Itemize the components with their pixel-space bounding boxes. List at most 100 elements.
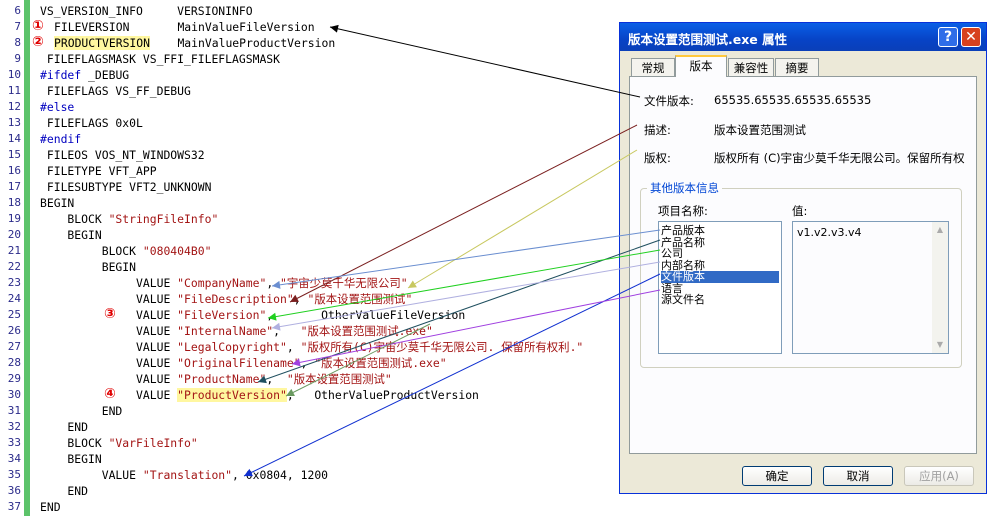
code-token: END	[40, 404, 123, 418]
code-token: #ifdef	[40, 68, 82, 82]
list-item[interactable]: 公司	[661, 247, 683, 260]
code-line[interactable]: END	[40, 419, 88, 435]
code-token: FILEFLAGS 0x0L	[40, 116, 143, 130]
code-token: ,	[300, 356, 315, 370]
code-line[interactable]: FILETYPE VFT_APP	[40, 163, 157, 179]
code-token: "宇宙少莫千华无限公司"	[280, 276, 408, 290]
code-line[interactable]: VALUE "OriginalFilename", "版本设置范围测试.exe"	[40, 355, 447, 371]
code-token: VALUE	[40, 372, 178, 386]
dialog-titlebar[interactable]: 版本设置范围测试.exe 属性 ? ✕	[620, 23, 986, 51]
line-number: 19	[7, 212, 21, 225]
line-number: 7	[14, 20, 21, 33]
list-item[interactable]: 源文件名	[661, 293, 705, 306]
close-button[interactable]: ✕	[961, 27, 981, 47]
code-token: BLOCK	[40, 436, 109, 450]
code-line[interactable]: END	[40, 403, 123, 419]
code-line[interactable]: BEGIN	[40, 195, 74, 211]
code-line[interactable]: FILEOS VOS_NT_WINDOWS32	[40, 147, 205, 163]
code-line[interactable]: BLOCK "VarFileInfo"	[40, 435, 197, 451]
change-marker-bar	[24, 0, 30, 516]
code-token: VALUE	[40, 468, 143, 482]
code-line[interactable]: VALUE "LegalCopyright", "版权所有(C)宇宙少莫千华无限…	[40, 339, 583, 355]
scroll-up-icon[interactable]: ▲	[936, 225, 944, 234]
line-number: 26	[7, 324, 21, 337]
code-token: BLOCK	[40, 244, 143, 258]
tab-summary[interactable]: 摘要	[775, 58, 819, 76]
code-line[interactable]: FILEVERSION MainValueFileVersion	[54, 19, 315, 35]
code-token: VALUE	[40, 324, 178, 338]
code-token: "ProductName"	[177, 372, 267, 386]
code-line[interactable]: #endif	[40, 131, 81, 147]
ok-button[interactable]: 确定	[742, 466, 812, 486]
code-line[interactable]: VALUE "FileDescription", "版本设置范围测试"	[40, 291, 412, 307]
help-button[interactable]: ?	[938, 27, 958, 47]
code-line[interactable]: BEGIN	[40, 451, 102, 467]
code-line[interactable]: FILEFLAGS VS_FF_DEBUG	[40, 83, 191, 99]
code-line[interactable]: VALUE "CompanyName", "宇宙少莫千华无限公司"	[40, 275, 408, 291]
scroll-down-icon[interactable]: ▼	[936, 340, 944, 349]
code-token: VALUE	[40, 276, 178, 290]
code-line[interactable]: VALUE "Translation", 0x0804, 1200	[40, 467, 328, 483]
line-number: 11	[7, 84, 21, 97]
cancel-button[interactable]: 取消	[823, 466, 893, 486]
code-token: BEGIN	[40, 452, 102, 466]
list-item[interactable]: 内部名称	[661, 258, 705, 272]
list-item[interactable]: 产品名称	[661, 235, 705, 249]
marker-2: ②	[32, 34, 44, 50]
code-line[interactable]: FILESUBTYPE VFT2_UNKNOWN	[40, 179, 212, 195]
apply-button[interactable]: 应用(A)	[904, 466, 974, 486]
line-number: 20	[7, 228, 21, 241]
dialog-title: 版本设置范围测试.exe 属性	[628, 32, 788, 47]
tab-version[interactable]: 版本	[675, 55, 727, 77]
code-line[interactable]: BLOCK "080404B0"	[40, 243, 212, 259]
code-token: , OtherValueProductVersion	[286, 388, 479, 402]
line-number: 27	[7, 340, 21, 353]
description-value: 版本设置范围测试	[714, 123, 806, 137]
line-number: 37	[7, 500, 21, 513]
code-token: VALUE	[40, 292, 178, 306]
tab-general[interactable]: 常规	[631, 58, 675, 76]
tab-compatibility[interactable]: 兼容性	[728, 58, 774, 76]
code-token: "InternalName"	[177, 324, 274, 338]
code-token: FILEVERSION MainValueFileVersion	[54, 20, 315, 34]
code-line[interactable]: BEGIN	[40, 227, 101, 243]
code-line[interactable]: #else	[40, 99, 74, 115]
code-token: "ProductVersion"	[177, 388, 287, 402]
code-token: VS_VERSION_INFO VERSIONINFO	[40, 4, 253, 18]
code-token: VALUE	[40, 356, 178, 370]
value-box[interactable]: v1.v2.v3.v4 ▲ ▼	[792, 221, 949, 354]
copyright-value: 版权所有 (C)宇宙少莫千华无限公司。保留所有权	[714, 151, 965, 165]
code-line[interactable]: VALUE "InternalName", "版本设置范围测试.exe"	[40, 323, 433, 339]
line-number: 22	[7, 260, 21, 273]
list-item[interactable]: 产品版本	[661, 224, 705, 237]
code-line[interactable]: FILEFLAGS 0x0L	[40, 115, 143, 131]
code-line[interactable]: BEGIN	[40, 259, 136, 275]
code-line[interactable]: PRODUCTVERSION MainValueProductVersion	[54, 35, 335, 51]
code-line[interactable]: #ifdef _DEBUG	[40, 67, 129, 83]
code-line[interactable]: FILEFLAGSMASK VS_FFI_FILEFLAGSMASK	[40, 51, 280, 67]
code-line[interactable]: BLOCK "StringFileInfo"	[40, 211, 218, 227]
code-token: "版本设置范围测试"	[307, 292, 413, 306]
line-number: 33	[7, 436, 21, 449]
item-name-list[interactable]: 产品版本产品名称公司内部名称文件版本语言源文件名	[658, 221, 782, 354]
code-token: _DEBUG	[81, 68, 130, 82]
code-token: FILEFLAGSMASK VS_FFI_FILEFLAGSMASK	[40, 52, 281, 66]
code-token: END	[40, 420, 89, 434]
code-line[interactable]: VALUE "ProductName", "版本设置范围测试"	[40, 371, 392, 387]
line-number: 12	[7, 100, 21, 113]
code-token: "CompanyName"	[177, 276, 267, 290]
line-number: 18	[7, 196, 21, 209]
code-line[interactable]: END	[40, 499, 61, 515]
code-line[interactable]: VS_VERSION_INFO VERSIONINFO	[40, 3, 253, 19]
code-token: MainValueProductVersion	[150, 36, 336, 50]
code-token: VALUE	[40, 388, 178, 402]
code-token: ,	[266, 372, 287, 386]
line-number: 21	[7, 244, 21, 257]
code-token: FILETYPE VFT_APP	[40, 164, 157, 178]
code-line[interactable]: END	[40, 483, 88, 499]
line-number: 17	[7, 180, 21, 193]
value-scrollbar[interactable]: ▲ ▼	[932, 222, 948, 353]
list-item[interactable]: 文件版本	[661, 271, 779, 283]
list-item[interactable]: 语言	[661, 281, 683, 295]
